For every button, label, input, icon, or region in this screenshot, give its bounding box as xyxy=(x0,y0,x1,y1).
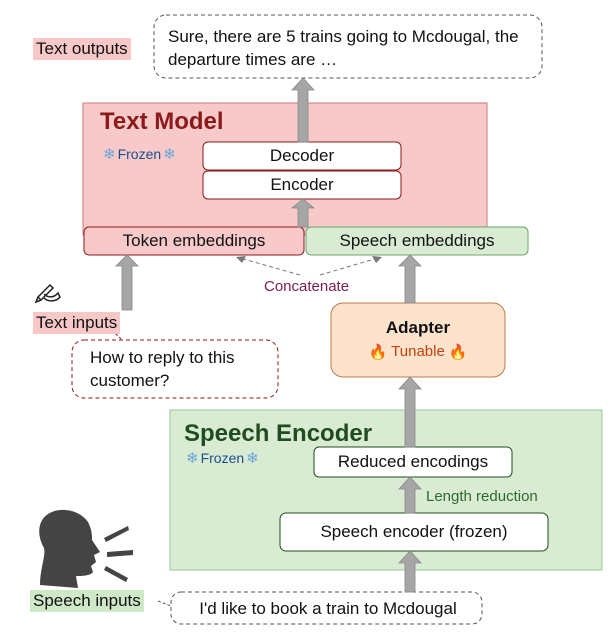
arrow-encoder-to-reduced xyxy=(398,476,422,514)
speaking-head-icon xyxy=(39,509,133,588)
text-model-frozen: ❄ Frozen ❄ xyxy=(103,145,176,163)
encoder-label: Encoder xyxy=(270,175,334,194)
text-outputs-label: Text outputs xyxy=(33,38,131,60)
output-bubble-text: Sure, there are 5 trains going to Mcdoug… xyxy=(168,27,519,69)
concatenate-arrows xyxy=(239,257,379,276)
arrow-speech-input-to-encoder xyxy=(398,550,422,593)
snowflake-icon: ❄ xyxy=(103,146,116,163)
output-bubble xyxy=(153,14,543,79)
token-embeddings-box xyxy=(83,226,305,256)
arrow-reduced-to-adapter xyxy=(398,376,422,448)
speech-encoder-inner-label: Speech encoder (frozen) xyxy=(320,522,508,541)
text-input-bubble xyxy=(71,339,279,399)
speech-encoder-frozen-label: Frozen xyxy=(200,450,245,466)
speech-embeddings-label: Speech embeddings xyxy=(339,231,495,250)
arrow-embeddings-to-encoder xyxy=(290,198,316,228)
fire-icon: 🔥 xyxy=(368,344,388,361)
text-model-title: Text Model xyxy=(100,108,224,135)
text-inputs-label: Text inputs xyxy=(33,312,121,334)
adapter-tunable: 🔥 Tunable 🔥 xyxy=(331,343,505,361)
arrow-decoder-to-output xyxy=(291,77,315,143)
speech-embeddings-box xyxy=(305,226,529,256)
length-reduction-label: Length reduction xyxy=(426,488,538,505)
snowflake-icon: ❄ xyxy=(246,450,259,467)
reduced-encodings-label: Reduced encodings xyxy=(337,452,489,471)
adapter-box xyxy=(330,302,506,378)
snowflake-icon: ❄ xyxy=(163,146,176,163)
input-bubble-text: How to reply to this customer? xyxy=(90,348,235,390)
arrow-text-inputs-to-token-embeddings xyxy=(115,254,139,311)
speech-encoder-title: Speech Encoder xyxy=(184,420,373,447)
arrow-adapter-to-speech-embeddings xyxy=(398,254,422,304)
flow-arrows xyxy=(115,77,422,593)
snowflake-icon: ❄ xyxy=(186,450,199,467)
speech-input-bubble xyxy=(170,591,483,625)
decoder-label: Decoder xyxy=(269,146,335,165)
text-model-frozen-label: Frozen xyxy=(117,146,162,162)
encoder-box xyxy=(202,170,402,200)
speech-encoder-frozen: ❄ Frozen ❄ xyxy=(186,449,259,467)
adapter-tunable-label: Tunable xyxy=(391,343,445,360)
adapter-title: Adapter xyxy=(385,318,451,337)
speech-inputs-label: Speech inputs xyxy=(30,590,144,612)
writing-hand-icon xyxy=(34,283,61,304)
speech-bubble-text: I'd like to book a train to Mcdougal xyxy=(199,599,457,618)
fire-icon: 🔥 xyxy=(448,344,468,361)
token-embeddings-label: Token embeddings xyxy=(122,231,266,250)
concatenate-label: Concatenate xyxy=(264,278,350,295)
